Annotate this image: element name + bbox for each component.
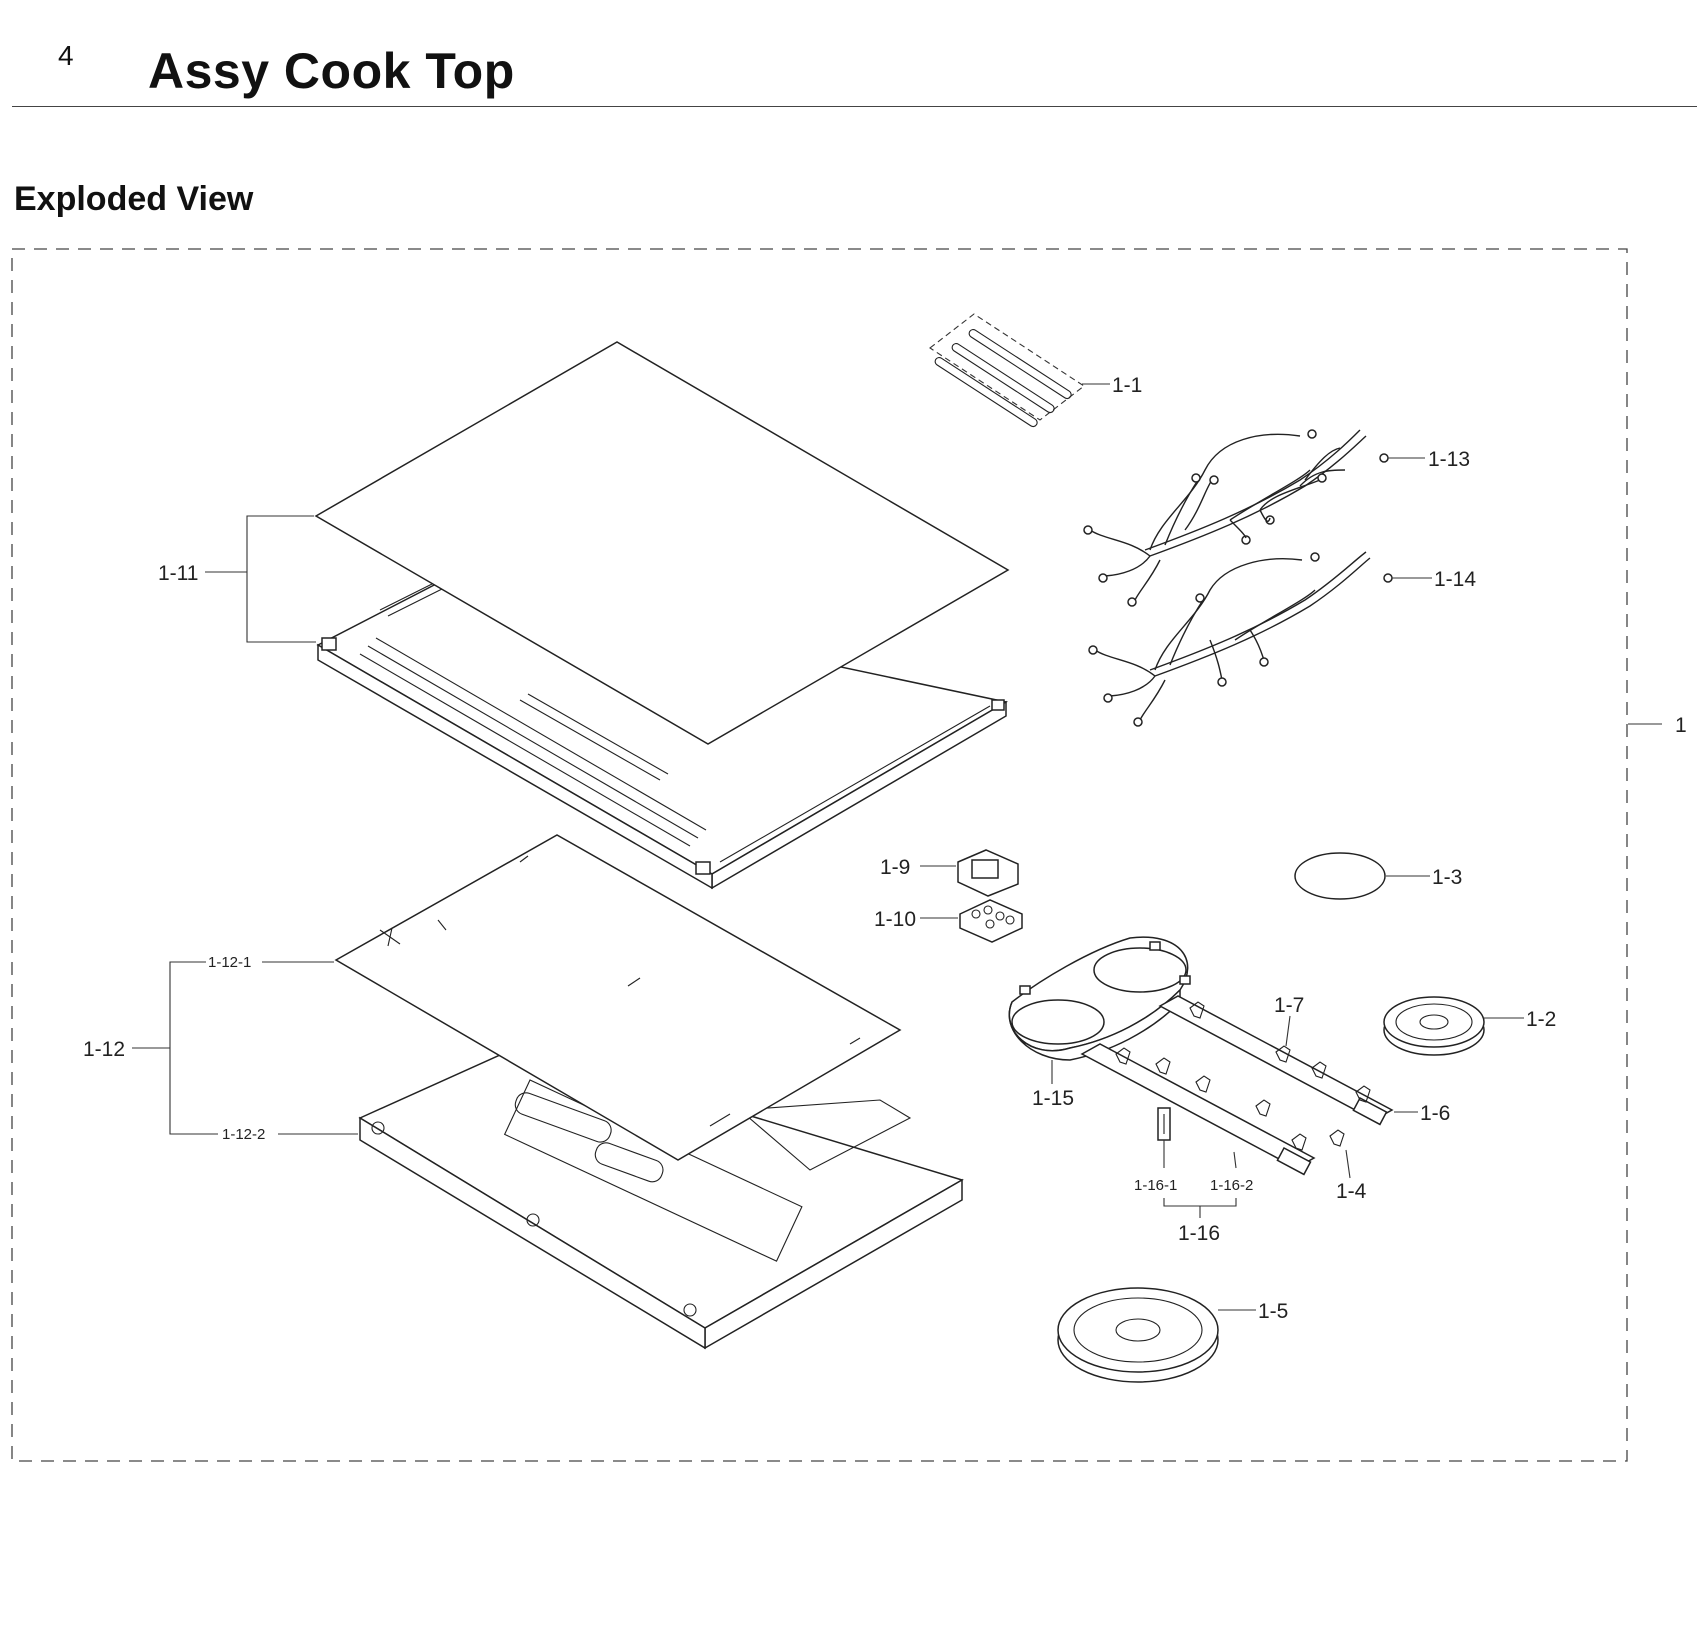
- part-1-11-frame: [316, 579, 1009, 890]
- page-title: Assy Cook Top: [148, 43, 515, 99]
- label-1-12-1: 1-12-1: [208, 954, 251, 971]
- bracket-1-12: [169, 961, 218, 1135]
- label-1-2: 1-2: [1526, 1008, 1556, 1031]
- label-1-15: 1-15: [1032, 1087, 1074, 1110]
- assembly-boundary: [11, 248, 1628, 1462]
- label-1-7: 1-7: [1274, 994, 1304, 1017]
- title-divider: [12, 106, 1697, 107]
- assembly-label: 1: [1675, 714, 1687, 737]
- label-1-3: 1-3: [1432, 866, 1462, 889]
- part-1-7-coil-clips: [1115, 1001, 1371, 1151]
- part-1-14-wire-harness: [1088, 551, 1393, 727]
- part-1-6-bracket-rail: [1158, 995, 1394, 1126]
- part-1-15-coil-holder: [1008, 936, 1191, 1061]
- label-1-16-1: 1-16-1: [1134, 1177, 1177, 1194]
- part-1-16-1-sensor: [1157, 1107, 1171, 1141]
- page-number: 4: [58, 40, 74, 71]
- label-1-12-2: 1-12-2: [222, 1126, 265, 1143]
- label-1-9: 1-9: [880, 856, 910, 879]
- leader-1-7: [1285, 1015, 1291, 1047]
- part-1-11-glass-top: [314, 341, 1010, 745]
- part-1-5-coil: [1057, 1287, 1219, 1383]
- part-1-2-coil: [1383, 996, 1485, 1056]
- label-1-10: 1-10: [874, 908, 916, 931]
- leader-1-16-2: [1233, 1151, 1237, 1169]
- section-title: Exploded View: [14, 180, 254, 218]
- bracket-1-11: [246, 515, 316, 643]
- part-1-9-connector: [957, 849, 1019, 897]
- label-1-4: 1-4: [1336, 1180, 1367, 1203]
- label-1-12: 1-12: [83, 1038, 125, 1061]
- part-1-12-1-insulation-sheet: [334, 834, 902, 1161]
- leader-1-4: [1345, 1149, 1351, 1179]
- part-1-4-bracket-rail: [1080, 1043, 1316, 1176]
- part-1-1-strips: [929, 313, 1085, 428]
- part-1-3-disc: [1294, 852, 1386, 900]
- part-1-10-terminal-block: [959, 899, 1023, 943]
- label-1-5: 1-5: [1258, 1300, 1288, 1323]
- label-1-16-2: 1-16-2: [1210, 1177, 1253, 1194]
- label-1-16: 1-16: [1178, 1222, 1220, 1245]
- part-1-13-wire-harness: [1083, 429, 1389, 607]
- bracket-1-16: [1163, 1198, 1237, 1207]
- label-1-6: 1-6: [1420, 1102, 1450, 1125]
- sheet-markings: [379, 855, 861, 1127]
- label-1-14: 1-14: [1434, 568, 1476, 591]
- label-1-1: 1-1: [1112, 374, 1142, 397]
- label-1-11: 1-11: [158, 562, 198, 585]
- part-1-12-2-chassis: [358, 1045, 964, 1350]
- label-1-13: 1-13: [1428, 448, 1470, 471]
